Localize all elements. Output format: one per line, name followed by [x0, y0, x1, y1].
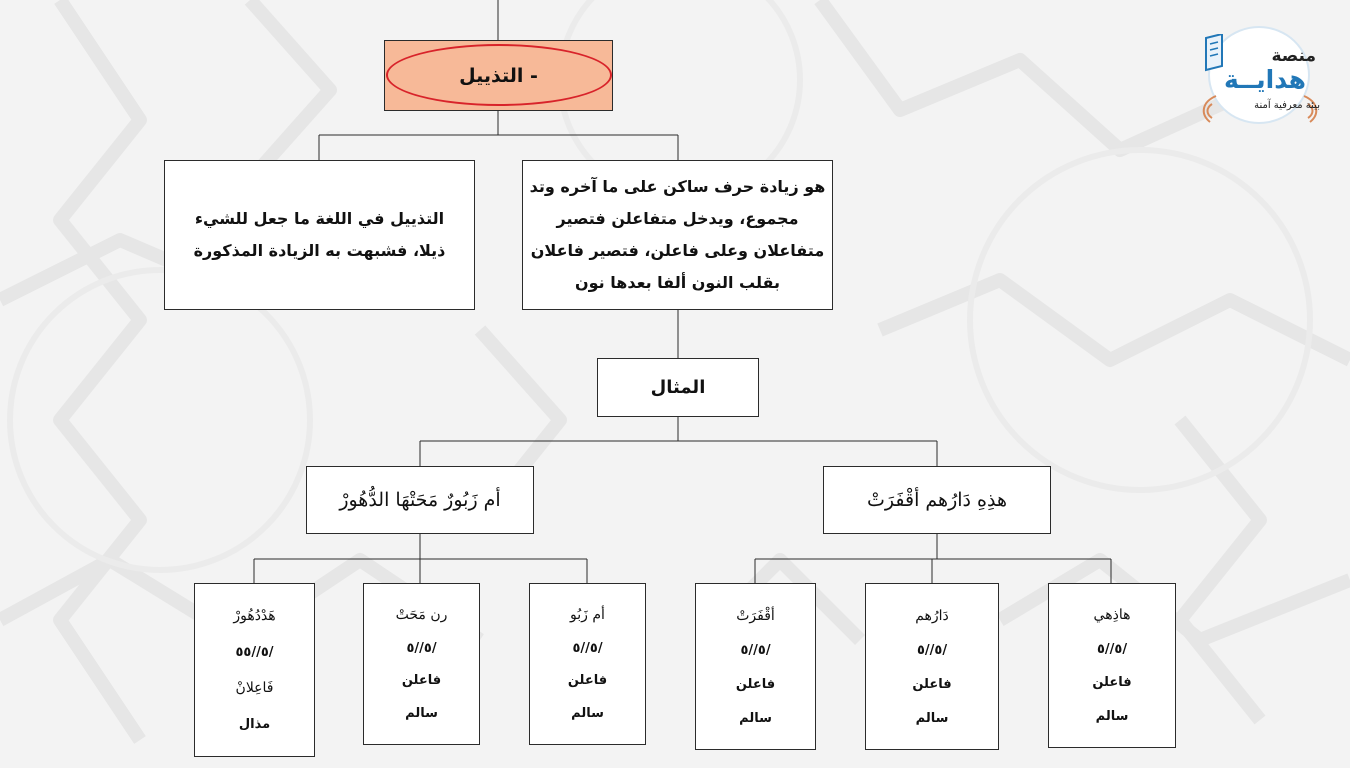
scansion-box-1: هَدْدُهُورْ /٥//٥٥ فَاعِلانْ مذال	[194, 583, 315, 757]
scansion-box-3: أم زَبُو /٥//٥ فاعلن سالم	[529, 583, 646, 745]
scansion-word: هَدْدُهُورْ	[233, 608, 276, 625]
definition-box-linguistic: التذييل في اللغة ما جعل للشيء ذيلا، فشبه…	[164, 160, 475, 310]
ornament-left-icon	[1202, 95, 1217, 123]
root-highlight-ellipse	[386, 44, 612, 106]
scansion-pattern: /٥//٥	[1096, 641, 1128, 657]
scansion-box-5: دَارُهم /٥//٥ فاعلن سالم	[865, 583, 999, 750]
definition-text-terminology: هو زيادة حرف ساكن على ما آخره وتد مجموع،…	[529, 177, 826, 292]
scansion-pattern: /٥//٥	[916, 642, 948, 658]
scansion-word: دَارُهم	[915, 607, 949, 624]
hidaya-platform-logo: منصة هدايــة بيئة معرفية آمنة	[1196, 24, 1326, 128]
scansion-pattern: /٥//٥	[406, 640, 437, 656]
verse-first-half: هذِهِ دَارُهم أقْفَرَتْ	[823, 466, 1051, 534]
scansion-word: هاذِهي	[1093, 607, 1131, 624]
scansion-type: سالم	[739, 710, 772, 726]
scansion-foot: فاعلن	[401, 673, 442, 689]
ornament-right-icon	[1303, 95, 1318, 123]
scansion-word: رن مَحَتْ	[395, 606, 448, 623]
example-label: المثال	[650, 377, 706, 398]
scansion-pattern: /٥//٥	[572, 640, 603, 656]
scansion-type: سالم	[571, 706, 604, 722]
logo-text-tagline: بيئة معرفية آمنة	[1254, 100, 1320, 111]
logo-text-platform: منصة	[1271, 46, 1316, 66]
root-label: - التذييل	[459, 64, 538, 87]
scansion-foot: فَاعِلانْ	[235, 680, 274, 697]
scansion-pattern: /٥//٥	[740, 642, 771, 658]
scansion-foot: فاعلن	[735, 676, 776, 692]
scansion-pattern: /٥//٥٥	[235, 644, 274, 660]
example-node: المثال	[597, 358, 759, 417]
scansion-type: سالم	[915, 710, 949, 726]
scansion-word: أقْفَرَتْ	[736, 607, 775, 624]
scansion-box-2: رن مَحَتْ /٥//٥ فاعلن سالم	[363, 583, 480, 745]
scansion-type: سالم	[405, 706, 438, 722]
scansion-type: مذال	[238, 716, 271, 732]
scansion-foot: فاعلن	[912, 676, 952, 692]
definition-box-terminology: هو زيادة حرف ساكن على ما آخره وتد مجموع،…	[522, 160, 833, 310]
scansion-box-6: هاذِهي /٥//٥ فاعلن سالم	[1048, 583, 1176, 748]
verse-second-half-text: أم زَبُورٌ مَحَتْهَا الدُّهُورْ	[339, 489, 501, 511]
scansion-word: أم زَبُو	[570, 606, 605, 623]
scansion-foot: فاعلن	[1092, 675, 1132, 691]
logo-text-name: هدايــة	[1224, 65, 1306, 94]
logo-circle	[1208, 26, 1310, 124]
verse-first-half-text: هذِهِ دَارُهم أقْفَرَتْ	[867, 489, 1007, 511]
scansion-type: سالم	[1095, 708, 1129, 724]
verse-second-half: أم زَبُورٌ مَحَتْهَا الدُّهُورْ	[306, 466, 534, 534]
scansion-box-4: أقْفَرَتْ /٥//٥ فاعلن سالم	[695, 583, 816, 750]
scansion-foot: فاعلن	[567, 673, 608, 689]
book-icon	[1205, 34, 1223, 72]
definition-text-linguistic: التذييل في اللغة ما جعل للشيء ذيلا، فشبه…	[193, 209, 446, 260]
